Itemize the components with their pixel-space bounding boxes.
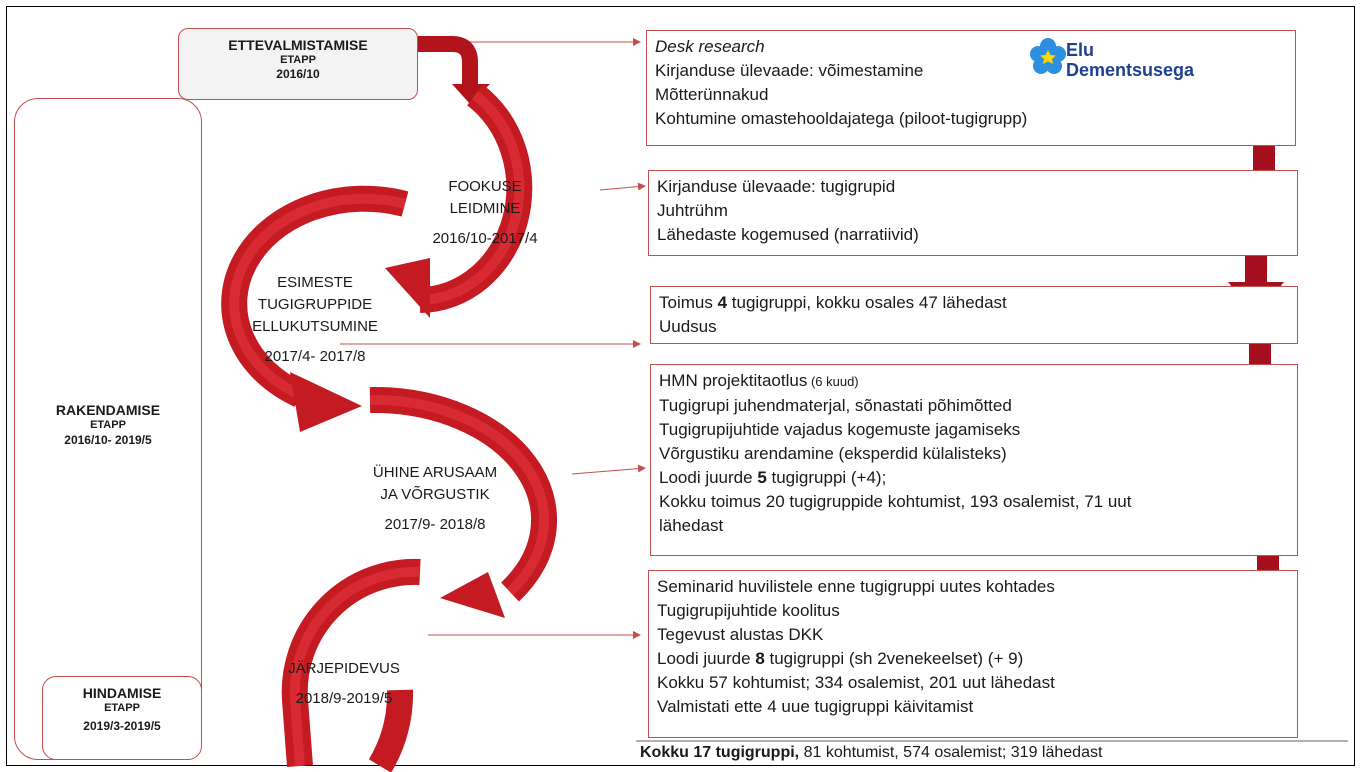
box-line: Loodi juurde 5 tugigruppi (+4); xyxy=(659,466,1289,490)
stage-title: ETTEVALMISTAMISE xyxy=(228,37,368,53)
total-bold: Kokku 17 tugigruppi, xyxy=(640,744,800,761)
text-bold: 4 xyxy=(717,293,728,312)
total-summary: Kokku 17 tugigruppi, 81 kohtumist, 574 o… xyxy=(640,744,1102,762)
box-line: Seminarid huvilistele enne tugigruppi uu… xyxy=(657,577,1055,596)
stage-sub: ETAPP xyxy=(90,419,126,431)
box-line: Desk research xyxy=(655,37,765,56)
stage-hindamise: HINDAMISE ETAPP 2019/3-2019/5 xyxy=(42,676,202,760)
text-segment: Loodi juurde xyxy=(657,649,756,668)
text-small: (6 kuud) xyxy=(807,374,859,389)
box-line: Võrgustiku arendamine (eksperdid külalis… xyxy=(659,444,1007,463)
slide-frame xyxy=(6,6,1355,766)
phase-line: FOOKUSE xyxy=(448,178,522,195)
phase-date: 2018/9-2019/5 xyxy=(295,690,393,707)
text-segment: tugigruppi (+4); xyxy=(766,468,887,487)
stage-title: RAKENDAMISE xyxy=(55,402,161,418)
box-line: lähedast xyxy=(659,516,724,535)
phase-line: ESIMESTE xyxy=(277,274,353,291)
phase-jarjepidevus: JÄRJEPIDEVUS 2018/9-2019/5 xyxy=(284,658,404,710)
logo-line2: Dementsusega xyxy=(1066,60,1195,80)
box-line: Toimus 4 tugigruppi, kokku osales 47 läh… xyxy=(659,291,1289,315)
box-line: Kirjanduse ülevaade: võimestamine xyxy=(655,61,924,80)
box-line: Kokku toimus 20 tugigruppide kohtumist, … xyxy=(659,492,1132,511)
text-segment: tugigruppi, kokku osales 47 lähedast xyxy=(727,293,1007,312)
box-line: Loodi juurde 8 tugigruppi (sh 2venekeels… xyxy=(657,647,1289,671)
box-line: Kohtumine omastehooldajatega (piloot-tug… xyxy=(655,109,1028,128)
logo-line1: Elu xyxy=(1066,40,1095,60)
text-segment: Toimus xyxy=(659,293,718,312)
content-box-3: Toimus 4 tugigruppi, kokku osales 47 läh… xyxy=(650,286,1298,344)
stage-ettevalmistamise: ETTEVALMISTAMISE ETAPP 2016/10 xyxy=(178,28,418,100)
stage-date: 2016/10 xyxy=(276,67,320,81)
box-line: Kirjanduse ülevaade: tugigrupid xyxy=(657,177,896,196)
curved-arrow-2 xyxy=(221,185,409,432)
connector-line-4 xyxy=(571,464,646,475)
curved-arrow-3 xyxy=(369,386,557,618)
total-rest: 81 kohtumist, 574 osalemist; 319 lähedas… xyxy=(799,744,1103,761)
phase-date: 2016/10-2017/4 xyxy=(432,230,538,247)
stage-date: 2019/3-2019/5 xyxy=(83,719,161,733)
curved-arrow-4 xyxy=(281,558,421,772)
box-line: Lähedaste kogemused (narratiivid) xyxy=(657,225,919,244)
text-bold: 5 xyxy=(757,468,767,487)
logo-text: Elu Dementsusega xyxy=(1066,40,1194,80)
phase-line: JA VÕRGUSTIK xyxy=(380,486,490,503)
phase-esimeste-tugigruppide: ESIMESTE TUGIGRUPPIDE ELLUKUTSUMINE 2017… xyxy=(245,272,385,368)
stage-rakendamise-label: RAKENDAMISE ETAPP 2016/10- 2019/5 xyxy=(14,402,202,447)
content-box-1: Desk research Kirjanduse ülevaade: võime… xyxy=(646,30,1296,146)
box-line: Mõtterünnakud xyxy=(655,85,769,104)
box-line: Tegevust alustas DKK xyxy=(657,625,824,644)
content-box-5: Seminarid huvilistele enne tugigruppi uu… xyxy=(648,570,1298,738)
text-segment: Loodi juurde xyxy=(659,468,758,487)
phase-line: JÄRJEPIDEVUS xyxy=(288,660,400,677)
curved-arrow-1 xyxy=(385,84,533,318)
stage-title: HINDAMISE xyxy=(82,685,162,701)
phase-uhine-arusaam: ÜHINE ARUSAAM JA VÕRGUSTIK 2017/9- 2018/… xyxy=(370,462,500,536)
phase-line: LEIDMINE xyxy=(449,200,521,217)
connector-line-2 xyxy=(599,182,646,191)
stage-date: 2016/10- 2019/5 xyxy=(64,433,152,447)
phase-line: ÜHINE ARUSAAM xyxy=(372,464,498,481)
phase-fookuse-leidmine: FOOKUSE LEIDMINE 2016/10-2017/4 xyxy=(410,176,560,250)
phase-date: 2017/9- 2018/8 xyxy=(384,516,486,533)
phase-date: 2017/4- 2017/8 xyxy=(264,348,366,365)
stage-rakendamise xyxy=(14,98,202,760)
box-line: HMN projektitaotlus (6 kuud) xyxy=(659,369,1289,394)
phase-line: TUGIGRUPPIDE xyxy=(257,296,373,313)
content-box-2: Kirjanduse ülevaade: tugigrupid Juhtrühm… xyxy=(648,170,1298,256)
box-line: Tugigrupi juhendmaterjal, sõnastati põhi… xyxy=(659,396,1012,415)
text-segment: HMN projektitaotlus xyxy=(659,371,808,390)
text-segment: tugigruppi (sh 2venekeelset) (+ 9) xyxy=(764,649,1024,668)
box-line: Uudsus xyxy=(659,317,717,336)
content-box-4: HMN projektitaotlus (6 kuud) Tugigrupi j… xyxy=(650,364,1298,556)
box-line: Tugigrupijuhtide vajadus kogemuste jagam… xyxy=(659,420,1021,439)
box-line: Juhtrühm xyxy=(657,201,728,220)
box-line: Kokku 57 kohtumist; 334 osalemist, 201 u… xyxy=(657,673,1055,692)
box-line: Valmistati ette 4 uue tugigruppi käivita… xyxy=(657,697,974,716)
box-line: Tugigrupijuhtide koolitus xyxy=(657,601,840,620)
forget-me-not-flower-icon xyxy=(1030,38,1066,74)
phase-line: ELLUKUTSUMINE xyxy=(252,318,378,335)
stage-sub: ETAPP xyxy=(104,702,140,714)
text-bold: 8 xyxy=(755,649,765,668)
stage-sub: ETAPP xyxy=(280,54,316,66)
